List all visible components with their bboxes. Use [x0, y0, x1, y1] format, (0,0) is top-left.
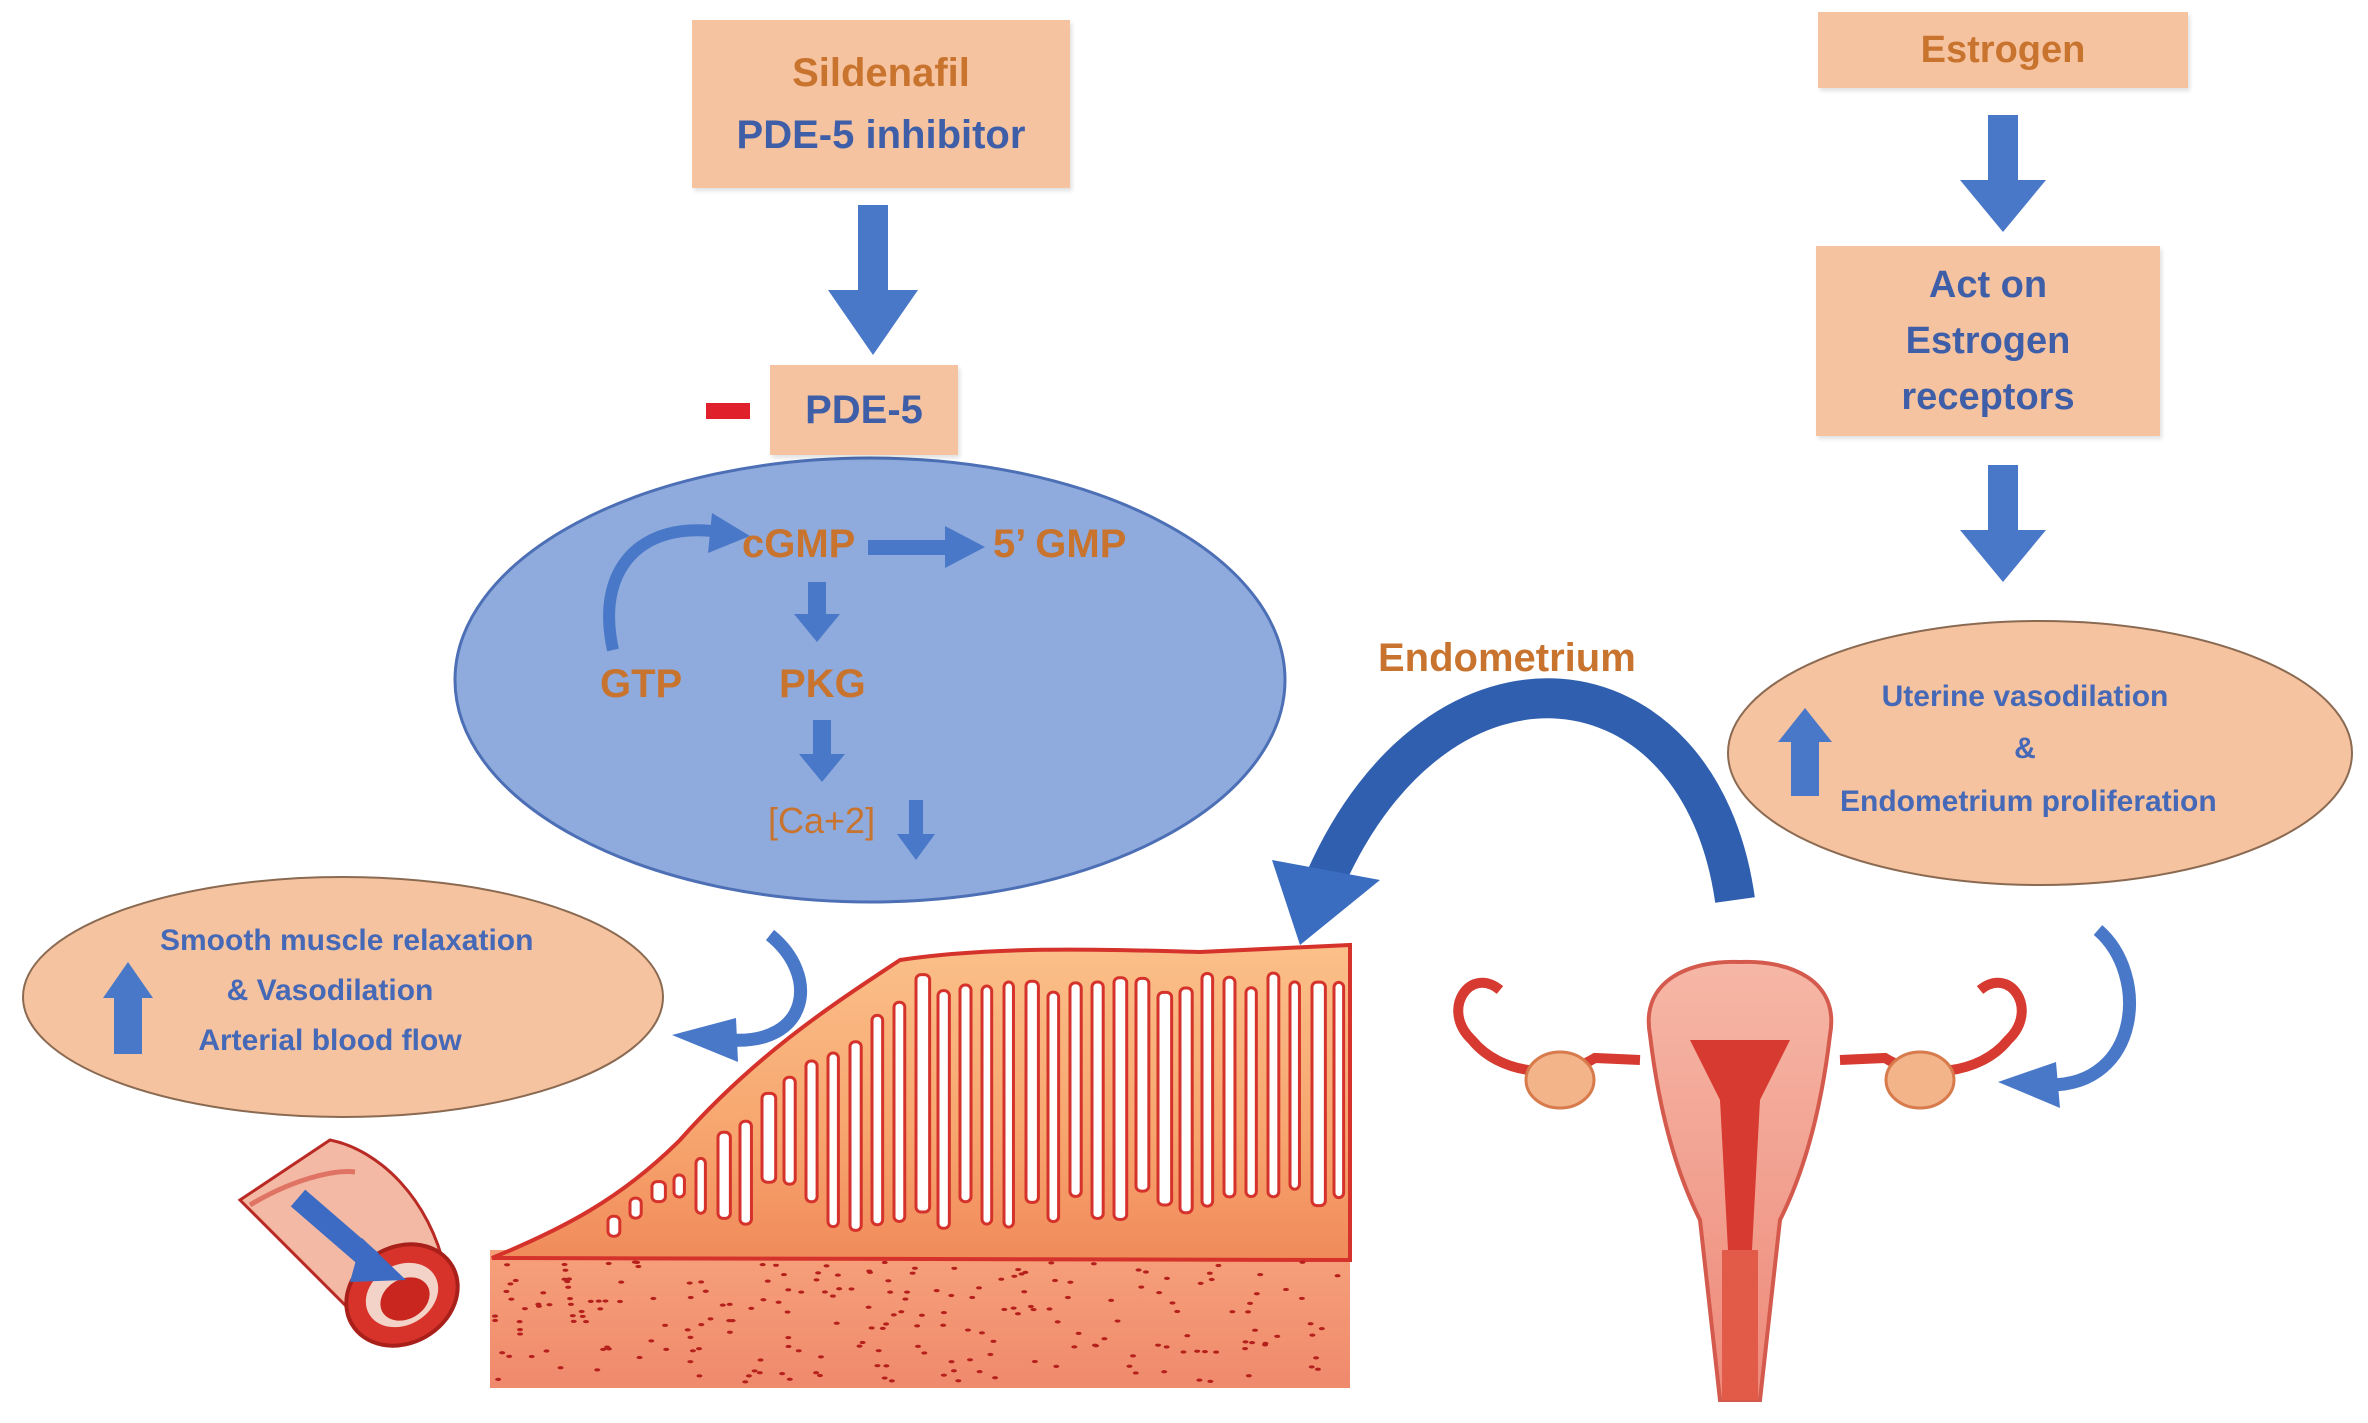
uterine-effect-line3: Endometrium proliferation: [1840, 785, 2217, 818]
receptors-line3: receptors: [1901, 376, 2075, 418]
curve-arrow-to-uterus: [1998, 925, 2136, 1108]
smooth-muscle-ellipse: [22, 876, 664, 1118]
endometrium-label: Endometrium: [1378, 636, 1636, 680]
smooth-muscle-line2: & Vasodilation: [226, 974, 434, 1007]
pde5-inhibitor-label: PDE-5 inhibitor: [736, 113, 1026, 157]
calcium-label: [Ca+2]: [768, 800, 876, 841]
down-arrow-cgmp: [794, 582, 840, 642]
increase-up-arrow-icon-right: [1778, 708, 1832, 796]
increase-up-arrow-icon: [103, 962, 153, 1054]
smooth-muscle-line3: Arterial blood flow: [198, 1024, 462, 1057]
cgmp-label: cGMP: [742, 522, 856, 566]
pathway-ellipse: [453, 456, 1287, 904]
gtp-curve-arrow: [603, 513, 750, 652]
uterus-illustration: [1453, 959, 2027, 1402]
estrogen-box: Estrogen: [1818, 12, 2188, 88]
five-gmp-label: 5’ GMP: [993, 522, 1127, 566]
down-arrow-sildenafil: [828, 205, 918, 355]
inhibit-minus-icon: [706, 403, 750, 419]
uterine-effect-line1: Uterine vasodilation: [1881, 680, 2169, 713]
down-arrow-pkg: [799, 720, 845, 782]
uterine-effect-ellipse: [1727, 620, 2353, 886]
sildenafil-label: Sildenafil: [792, 51, 970, 95]
calcium-decrease-icon: [897, 800, 935, 860]
sildenafil-box: Sildenafil PDE-5 inhibitor: [692, 20, 1070, 188]
down-arrow-estrogen: [1960, 115, 2046, 232]
curve-arrow-to-smooth-muscle: [672, 929, 808, 1062]
gtp-label: GTP: [600, 662, 683, 706]
receptors-line2: Estrogen: [1905, 320, 2071, 362]
uterine-effect-line2: &: [2014, 732, 2036, 765]
receptors-box: Act on Estrogen receptors: [1816, 246, 2160, 436]
receptors-line1: Act on: [1928, 264, 2048, 306]
pde5-box: PDE-5: [770, 365, 958, 455]
right-arrow-cgmp: [868, 526, 985, 568]
down-arrow-receptors: [1960, 465, 2046, 582]
blood-vessel-illustration: [237, 1138, 460, 1348]
endometrium-illustration: [490, 942, 1352, 1388]
pkg-label: PKG: [779, 662, 866, 706]
pde5-label: PDE-5: [805, 387, 923, 432]
smooth-muscle-line1: Smooth muscle relaxation: [160, 924, 534, 957]
endometrium-curve-arrow: [1272, 678, 1755, 945]
estrogen-label: Estrogen: [1920, 28, 2086, 71]
